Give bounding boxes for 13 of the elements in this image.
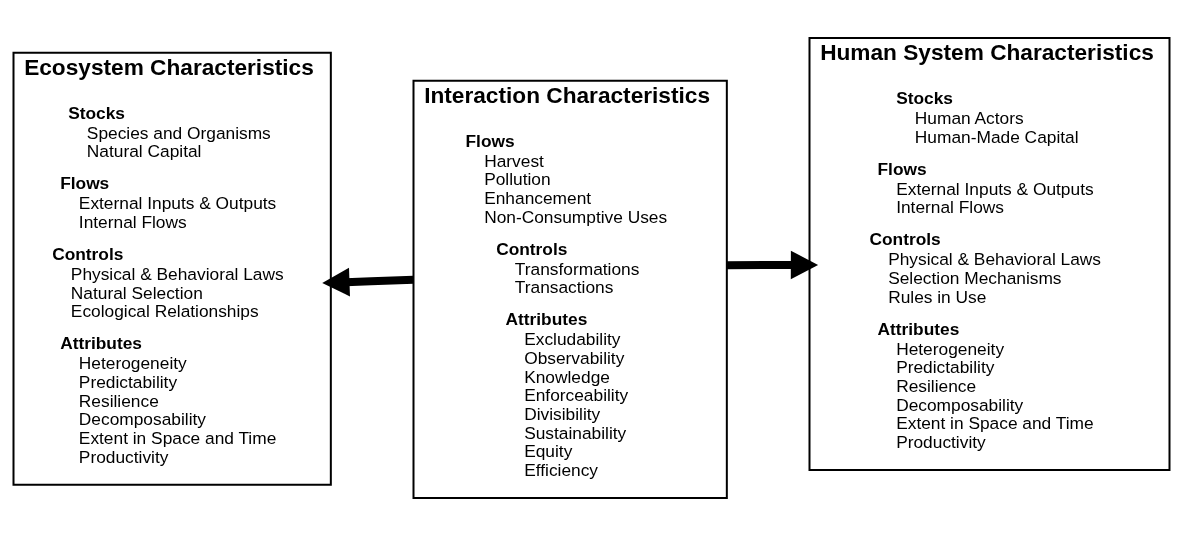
node-text: Flows External Inputs & Outputs Internal Flows	[60, 173, 277, 232]
node-text: Controls Physical & Behavioral Laws Natural Selection Ecological Relationships	[52, 243, 284, 322]
node-text: Controls Physical & Behavioral Laws Selection Mechanisms Rules in Use	[869, 229, 1102, 307]
node-text: Flows External Inputs & Outputs Internal Flows	[877, 158, 1094, 218]
node-text: Stocks Species and Organisms Natural Capital	[68, 102, 271, 162]
node-text: Stocks Human Actors Human-Made Capital	[896, 87, 1079, 147]
node-text: Attributes Excludability Observability Knowledge Enforceability Divisibility Sustainability Equity Efficiency	[505, 309, 629, 480]
node-text: Controls Transformations Transactions	[496, 238, 640, 298]
arrow	[726, 250, 819, 280]
arrow	[322, 267, 414, 297]
node-text: Attributes Heterogeneity Predictability Resilience Decomposability Extent in Space and Time Productivity	[60, 333, 277, 467]
node-text: Flows Harvest Pollution Enhancement Non-Consumptive Uses	[465, 130, 668, 227]
node-text: Attributes Heterogeneity Predictability Resilience Decomposability Extent in Space and Time Productivity	[877, 318, 1094, 452]
